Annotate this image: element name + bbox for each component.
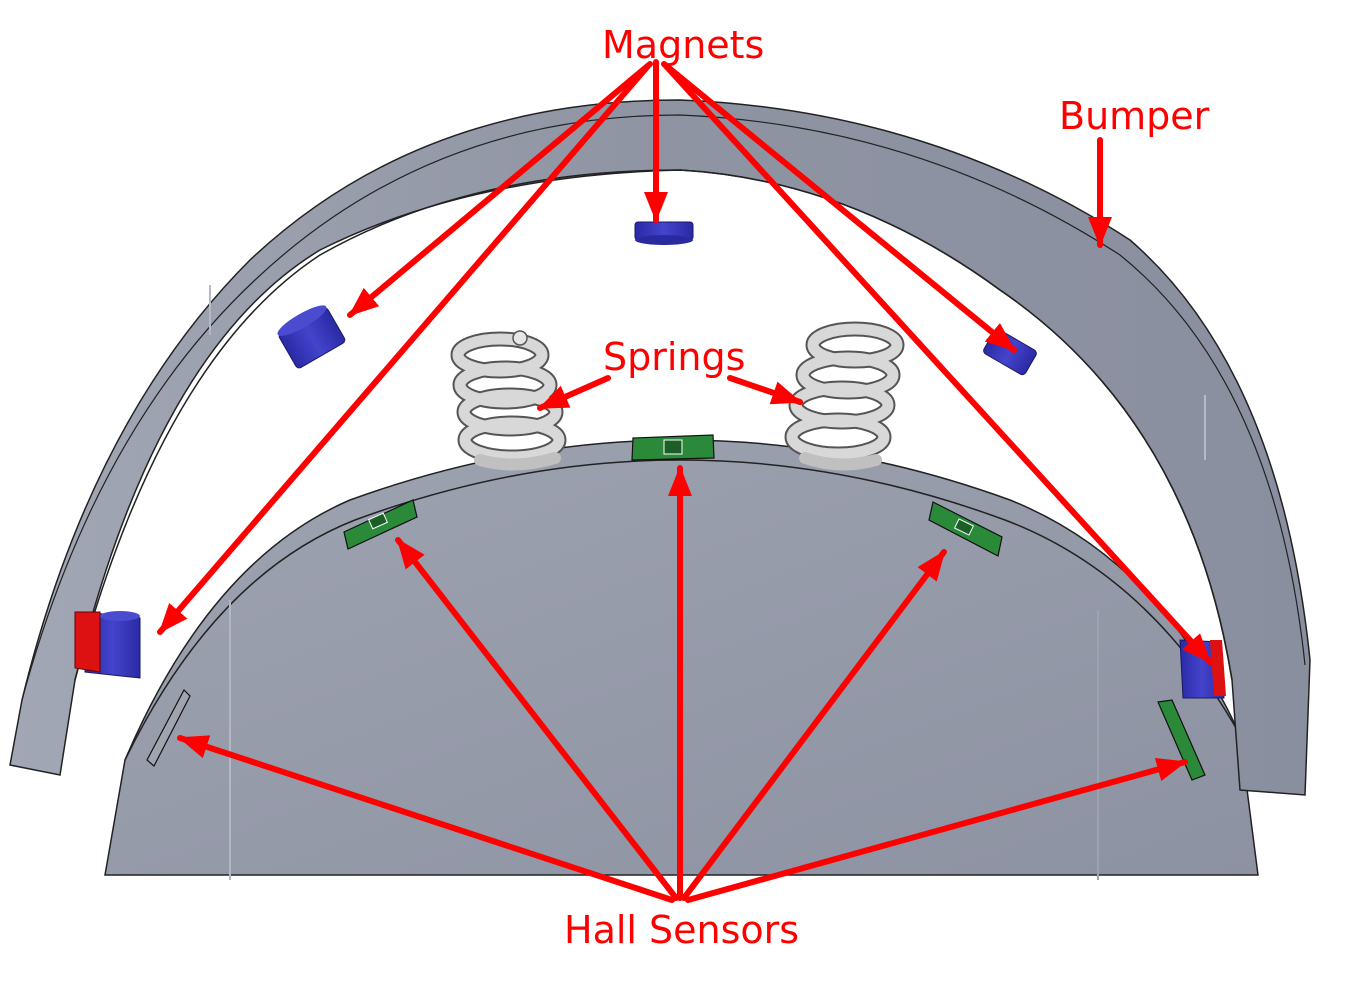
magnet-top — [634, 221, 694, 245]
hall-sensor-center — [631, 434, 715, 461]
label-hall-sensors: Hall Sensors — [564, 908, 800, 952]
arrow-magnets-lower-left — [157, 63, 651, 635]
magnet-lower-right — [1179, 639, 1226, 699]
arrow-hall-right — [681, 549, 947, 901]
spring-right — [784, 321, 905, 471]
magnet-upper-left — [277, 305, 346, 369]
arrow-hall-far-right — [685, 757, 1188, 903]
hall-sensor-left — [343, 499, 418, 550]
spring-left — [450, 330, 567, 471]
label-bumper: Bumper — [1059, 94, 1210, 138]
hall-sensor-right — [928, 501, 1003, 557]
annotation-arrows — [157, 59, 1213, 903]
arrow-hall-far-left — [177, 735, 675, 903]
hall-sensor-far-left — [146, 689, 191, 767]
arrow-springs-right — [727, 375, 803, 405]
magnet-upper-right — [983, 328, 1037, 376]
arrow-magnets-lower-right — [663, 63, 1213, 665]
arrow-hall-left — [395, 537, 679, 901]
label-magnets: Magnets — [602, 23, 765, 67]
hall-sensor-far-right — [1157, 699, 1206, 781]
magnet-lower-left — [74, 611, 141, 679]
arrow-magnets-upper-right — [661, 61, 1017, 353]
arrow-springs-left — [537, 375, 611, 411]
arrow-magnets-upper-left — [347, 61, 653, 318]
label-springs: Springs — [603, 335, 746, 379]
bumper-ring — [9, 99, 1311, 796]
